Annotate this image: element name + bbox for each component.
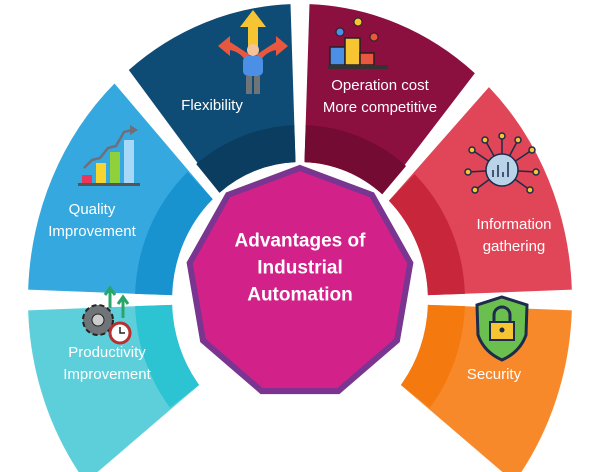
label-line: Improvement (63, 366, 151, 383)
segment-security (400, 304, 572, 472)
title-line: Industrial (257, 257, 343, 279)
title-line: Automation (247, 284, 353, 306)
segment-inner-band (400, 304, 465, 408)
label-information-gathering: Information gathering (476, 214, 551, 258)
segment-productivity-improvement (28, 304, 200, 472)
title-line: Advantages of (234, 230, 366, 252)
label-flexibility: Flexibility (181, 95, 243, 117)
label-line: Operation cost (331, 77, 429, 94)
segment-inner-band (196, 125, 296, 193)
label-line: gathering (482, 238, 546, 255)
center-polygon (186, 164, 414, 395)
label-line: Quality (68, 201, 116, 218)
segment-inner-band (135, 304, 200, 408)
segment-inner-band (388, 174, 465, 296)
segment-inner-band (135, 172, 213, 296)
label-line: More competitive (322, 99, 438, 116)
gear-clock-icon (82, 285, 132, 345)
arrows-directions-icon (218, 10, 288, 94)
segment-information-gathering (388, 87, 572, 296)
bar-chart-growth-icon (78, 125, 140, 186)
label-line: Productivity (68, 344, 146, 361)
network-chart-icon (464, 132, 540, 194)
label-line: Security (466, 366, 522, 383)
podium-icon (328, 17, 388, 69)
label-line: Flexibility (181, 97, 243, 114)
segment-quality-improvement (28, 83, 213, 296)
shield-lock-icon (475, 295, 529, 362)
label-line: Improvement (48, 223, 136, 240)
segment-inner-band (304, 125, 407, 195)
center-title: Advantages of Industrial Automation (235, 228, 366, 309)
label-line: Information (476, 216, 552, 233)
label-security: Security (467, 364, 521, 386)
